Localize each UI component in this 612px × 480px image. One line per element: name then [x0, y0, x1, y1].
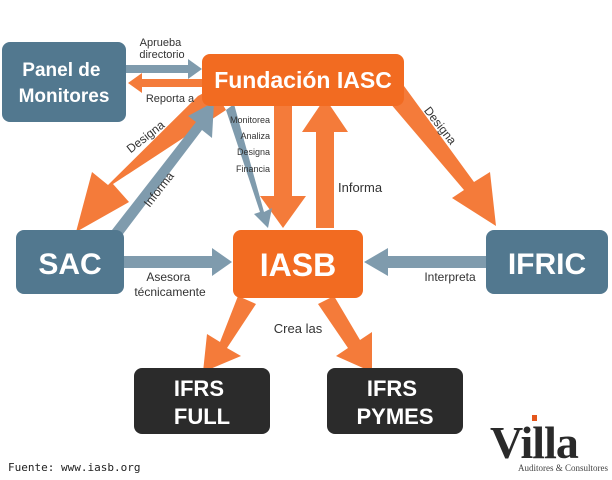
iasb-informa-fundacion-arrow	[302, 98, 348, 228]
villa-logo: Villa Auditores & Consultores	[490, 415, 608, 473]
panel-line-2: Monitores	[19, 86, 110, 107]
monitorea-label: Monitorea	[230, 115, 270, 125]
ifrs-pymes-line-1: IFRS	[367, 376, 417, 401]
aprueba-label-1: Aprueba	[140, 37, 182, 49]
ifrs-pymes-node: IFRS PYMES	[327, 368, 463, 434]
source-credit: Fuente: www.iasb.org	[8, 461, 140, 474]
asesora-label-2: técnicamente	[134, 285, 206, 299]
svg-text:IFRS PYMES: IFRS PYMES	[356, 376, 433, 429]
informa-iasb-label: Informa	[338, 180, 383, 195]
asesora-label-1: Asesora	[146, 270, 190, 284]
crea-las-label: Crea las	[274, 321, 323, 336]
iasb-label: IASB	[260, 247, 336, 283]
svg-text:IFRS FULL: IFRS FULL	[174, 376, 230, 429]
designa-ifric-arrow	[384, 86, 496, 226]
fundacion-iasc-node: Fundación IASC	[202, 54, 404, 106]
ifrs-full-line-1: IFRS	[174, 376, 224, 401]
fundacion-to-iasb-arrow	[260, 106, 306, 228]
svg-text:Aprueba directorio: Aprueba directorio	[139, 37, 184, 61]
reporta-a-arrow	[128, 73, 202, 93]
financia-label: Financia	[236, 164, 270, 174]
logo-accent-mark	[532, 415, 537, 421]
sac-informa-arrow	[112, 102, 214, 238]
logo-name: Villa	[490, 417, 579, 468]
sac-node: SAC	[16, 230, 124, 294]
monitorea-arrow	[226, 104, 272, 228]
iasb-to-ifrs-full-arrow	[203, 296, 256, 372]
ifrs-full-node: IFRS FULL	[134, 368, 270, 434]
logo-subtitle: Auditores & Consultores	[518, 463, 608, 473]
interpreta-label: Interpreta	[424, 270, 476, 284]
asesora-arrow	[122, 248, 232, 276]
designa-small-label: Designa	[237, 147, 270, 157]
fundacion-iasc-label: Fundación IASC	[214, 67, 392, 93]
reporta-a-label: Reporta a	[146, 93, 195, 105]
aprueba-directorio-arrow	[126, 59, 202, 79]
panel-de-monitores-node: Panel de Monitores	[2, 42, 126, 122]
sac-label: SAC	[38, 248, 101, 281]
svg-text:Panel de Monitores: Panel de Monitores	[19, 60, 110, 107]
aprueba-label-2: directorio	[139, 49, 184, 61]
iasb-to-ifrs-pymes-arrow	[318, 296, 372, 372]
svg-text:Asesora técnicamente: Asesora técnicamente	[134, 270, 206, 299]
iasb-node: IASB	[233, 230, 363, 298]
ifrs-full-line-2: FULL	[174, 404, 230, 429]
interpreta-arrow	[364, 248, 488, 276]
ifric-label: IFRIC	[508, 248, 586, 281]
ifrs-pymes-line-2: PYMES	[356, 404, 433, 429]
panel-line-1: Panel de	[22, 60, 100, 81]
analiza-label: Analiza	[240, 131, 270, 141]
designa-sac-arrow	[76, 88, 226, 232]
ifric-node: IFRIC	[486, 230, 608, 294]
